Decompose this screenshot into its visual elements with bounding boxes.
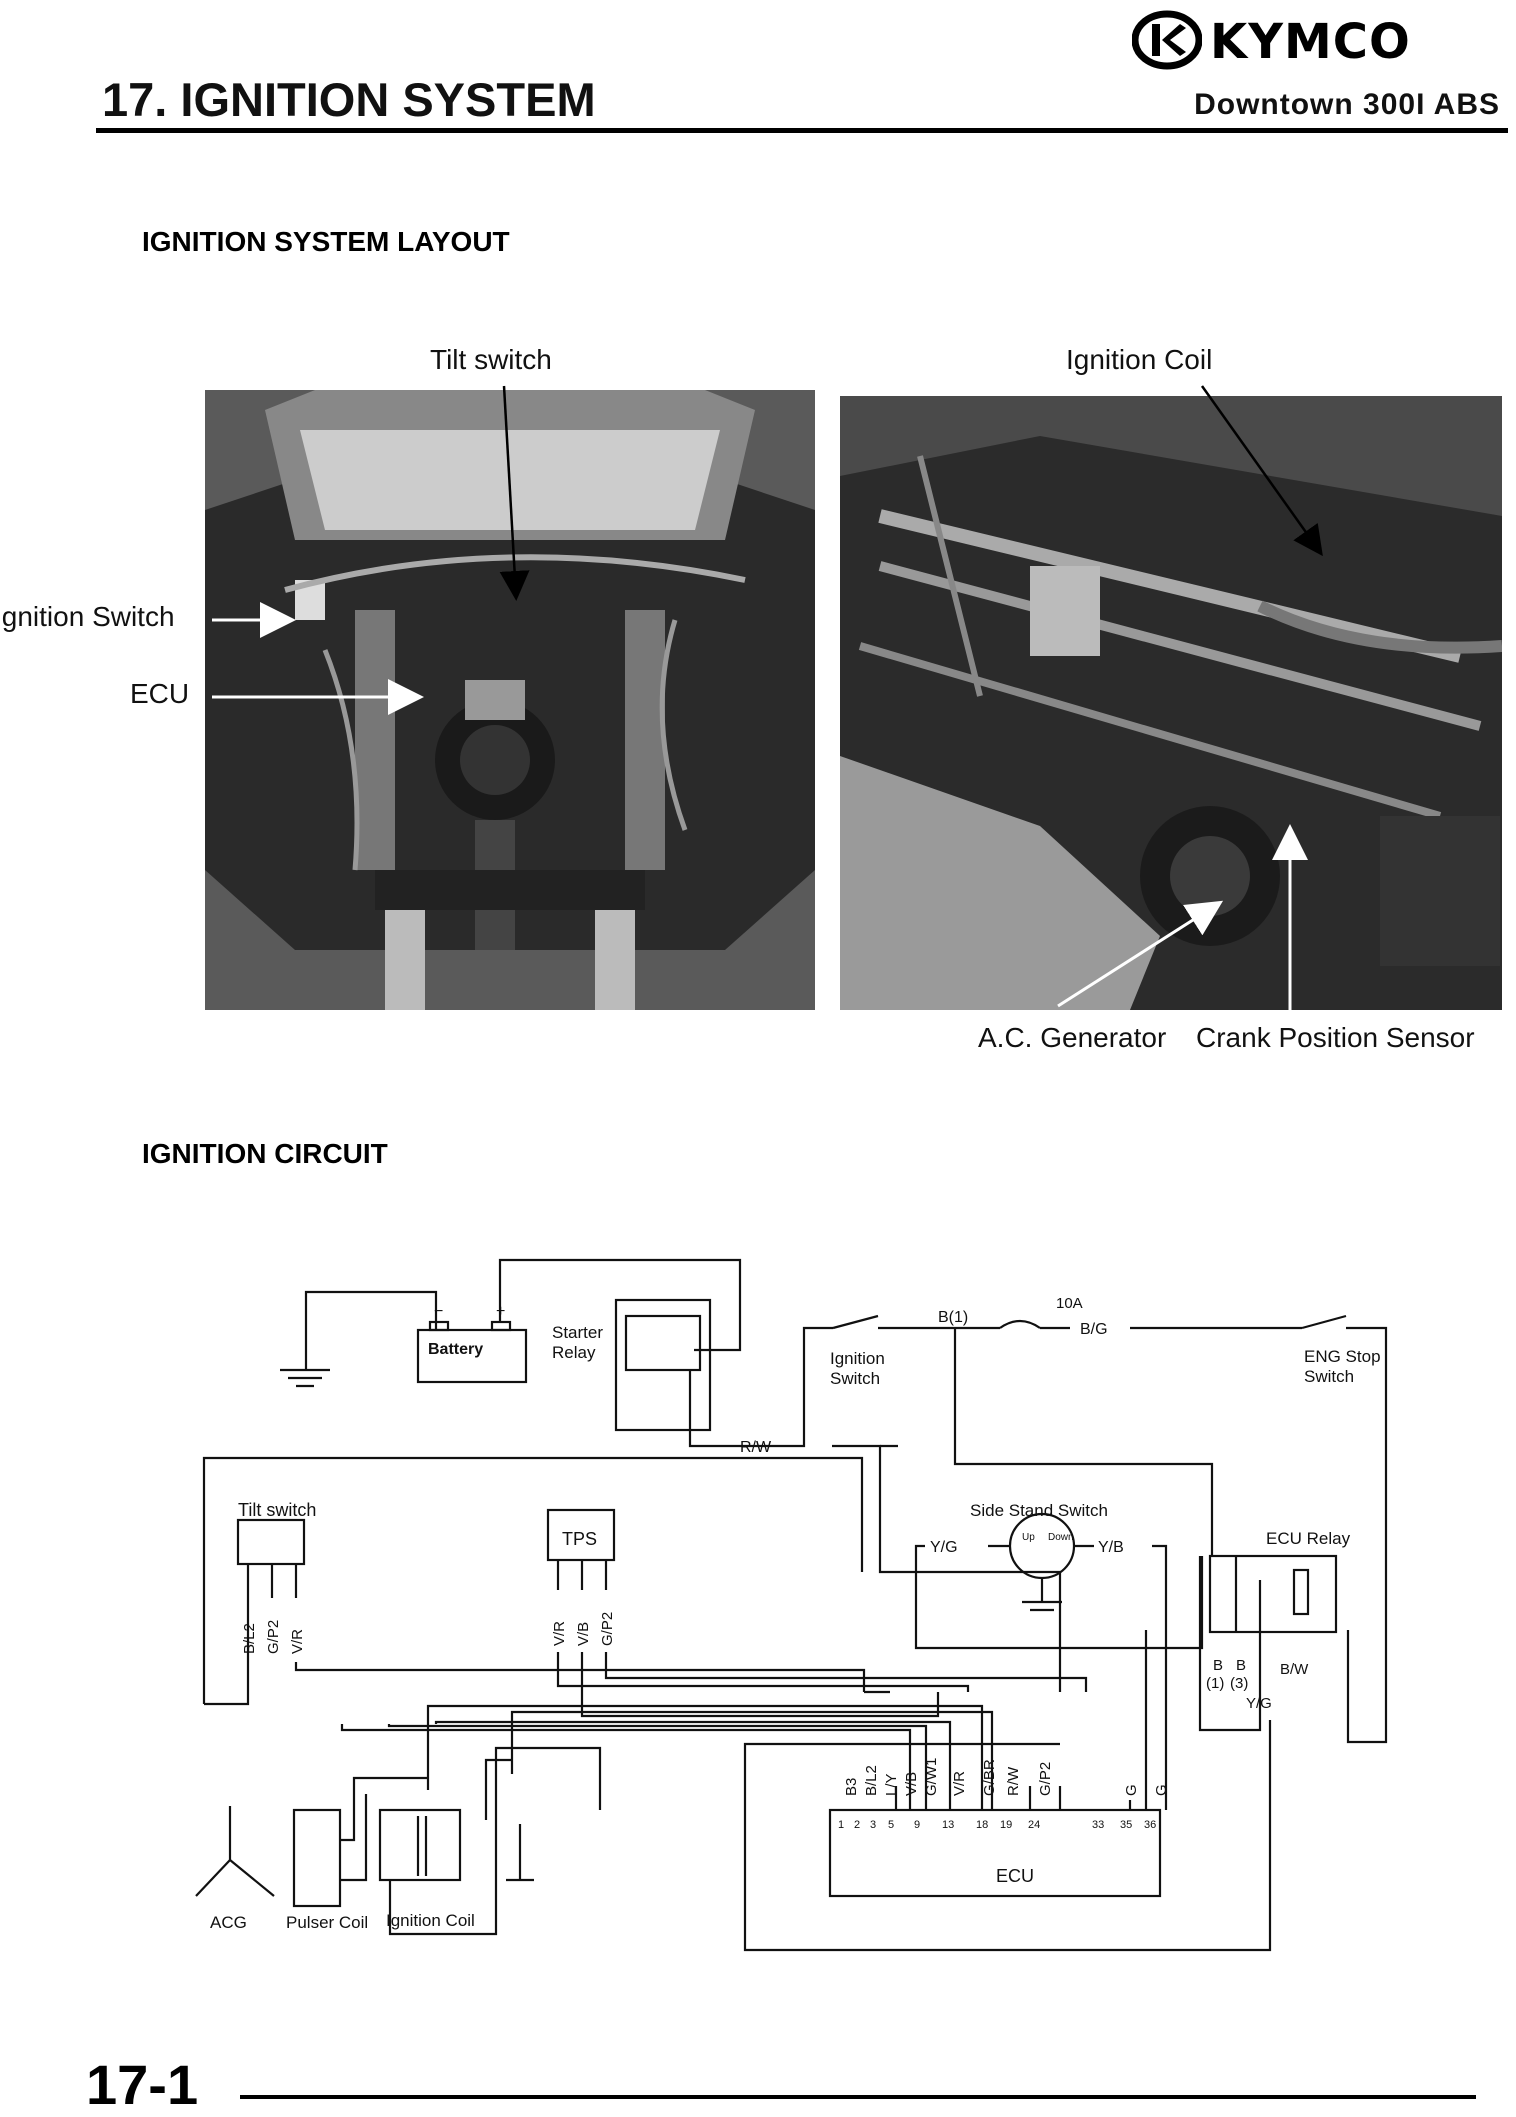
ecu-label: ECU	[996, 1866, 1034, 1886]
callout-ac-generator: A.C. Generator	[978, 1022, 1167, 1053]
kymco-logo: KYMCO	[1131, 10, 1492, 72]
ecu-wire-label: G/W1	[923, 1758, 940, 1796]
side-stand-up: Up	[1022, 1532, 1035, 1543]
tps-wire-vr: V/R	[551, 1621, 568, 1646]
eng-stop-switch-line-2: Switch	[1304, 1367, 1354, 1386]
ecu-wire-label: L/Y	[883, 1773, 900, 1796]
callout-ignition-coil: Ignition Coil	[1066, 344, 1213, 375]
starter-relay-line-2: Relay	[552, 1343, 596, 1362]
wire-yb: Y/B	[1098, 1539, 1124, 1556]
ecu-wire-label: V/B	[903, 1772, 920, 1796]
ignition-coil-label: Ignition Coil	[386, 1911, 475, 1930]
kymco-emblem-icon	[1131, 10, 1203, 70]
chapter-title: 17. IGNITION SYSTEM	[102, 73, 596, 126]
ecu-pin: 18	[976, 1819, 988, 1831]
ecu-pin: 35	[1120, 1819, 1132, 1831]
brand-name: KYMCO	[1210, 14, 1411, 70]
photo-scooter-side	[840, 396, 1502, 1010]
ecu-pin: 2	[854, 1819, 860, 1831]
ecu-wire-label: G	[1123, 1784, 1140, 1796]
tilt-wire-vr: V/R	[289, 1629, 306, 1654]
ecu-relay-label: ECU Relay	[1266, 1529, 1351, 1548]
tilt-wire-bl2: B/L2	[241, 1623, 258, 1654]
tilt-wire-gp2: G/P2	[265, 1620, 282, 1654]
acg-label: ACG	[210, 1913, 247, 1932]
relay-pin-3: (3)	[1230, 1675, 1248, 1692]
circuit-heading: IGNITION CIRCUIT	[142, 1138, 388, 1169]
battery-label: Battery	[428, 1341, 483, 1358]
callout-crank-position-sensor: Crank Position Sensor	[1196, 1022, 1475, 1053]
callout-ecu: ECU	[130, 678, 190, 709]
tps-label: TPS	[562, 1529, 597, 1549]
footer-rule	[240, 2095, 1476, 2099]
relay-yg: Y/G	[1246, 1695, 1272, 1712]
tilt-switch-label: Tilt switch	[238, 1500, 316, 1520]
relay-b: B	[1213, 1657, 1223, 1674]
ecu-pin: 9	[914, 1819, 920, 1831]
layout-heading: IGNITION SYSTEM LAYOUT	[142, 226, 510, 257]
starter-relay-line-1: Starter	[552, 1323, 603, 1342]
ecu-wire-label: G/BR	[981, 1759, 998, 1796]
ignition-circuit-diagram: Battery − + Starter Relay Ignition Switc…	[195, 1258, 1388, 1952]
ecu-wire-label: R/W	[1005, 1766, 1022, 1796]
relay-b-2: B	[1236, 1657, 1246, 1674]
ecu-pin: 3	[870, 1819, 876, 1831]
pulser-coil-label: Pulser Coil	[286, 1913, 368, 1932]
ignition-switch-line-2: Switch	[830, 1369, 880, 1388]
wire-b1: B(1)	[938, 1309, 968, 1326]
battery-plus: +	[496, 1303, 505, 1320]
ecu-pin: 1	[838, 1819, 844, 1831]
wire-bg: B/G	[1080, 1321, 1108, 1338]
side-stand-switch-label: Side Stand Switch	[970, 1501, 1108, 1520]
page-number: 17-1	[86, 2053, 199, 2116]
tps-wire-vb: V/B	[575, 1622, 592, 1646]
eng-stop-switch-line-1: ENG Stop	[1304, 1347, 1381, 1366]
ecu-pin: 36	[1144, 1819, 1156, 1831]
fuse-rating: 10A	[1056, 1295, 1083, 1312]
relay-bw: B/W	[1280, 1661, 1309, 1678]
header-rule	[96, 128, 1508, 133]
ecu-wire-label: G/P2	[1037, 1762, 1054, 1796]
battery-minus: −	[434, 1303, 443, 1320]
ecu-wire-label: V/R	[951, 1771, 968, 1796]
tps-wire-gp2: G/P2	[599, 1612, 616, 1646]
ecu-pin: 5	[888, 1819, 894, 1831]
wire-rw: R/W	[740, 1439, 772, 1456]
wire-yg-left: Y/G	[930, 1539, 958, 1556]
ecu-pin: 19	[1000, 1819, 1012, 1831]
side-stand-down: Down	[1048, 1532, 1074, 1543]
callout-tilt-switch: Tilt switch	[430, 344, 552, 375]
ignition-switch-line-1: Ignition	[830, 1349, 885, 1368]
ecu-pin: 33	[1092, 1819, 1104, 1831]
ecu-pin: 13	[942, 1819, 954, 1831]
model-name: Downtown 300I ABS	[1194, 88, 1500, 121]
callout-ignition-switch: Ignition Switch	[0, 601, 175, 632]
relay-pin-1: (1)	[1206, 1675, 1224, 1692]
photo-scooter-front	[205, 390, 815, 1010]
ecu-wire-label: B/L2	[863, 1765, 880, 1796]
ecu-wire-label: G	[1153, 1784, 1170, 1796]
ecu-pin: 24	[1028, 1819, 1040, 1831]
ecu-wire-label: B3	[843, 1778, 860, 1796]
